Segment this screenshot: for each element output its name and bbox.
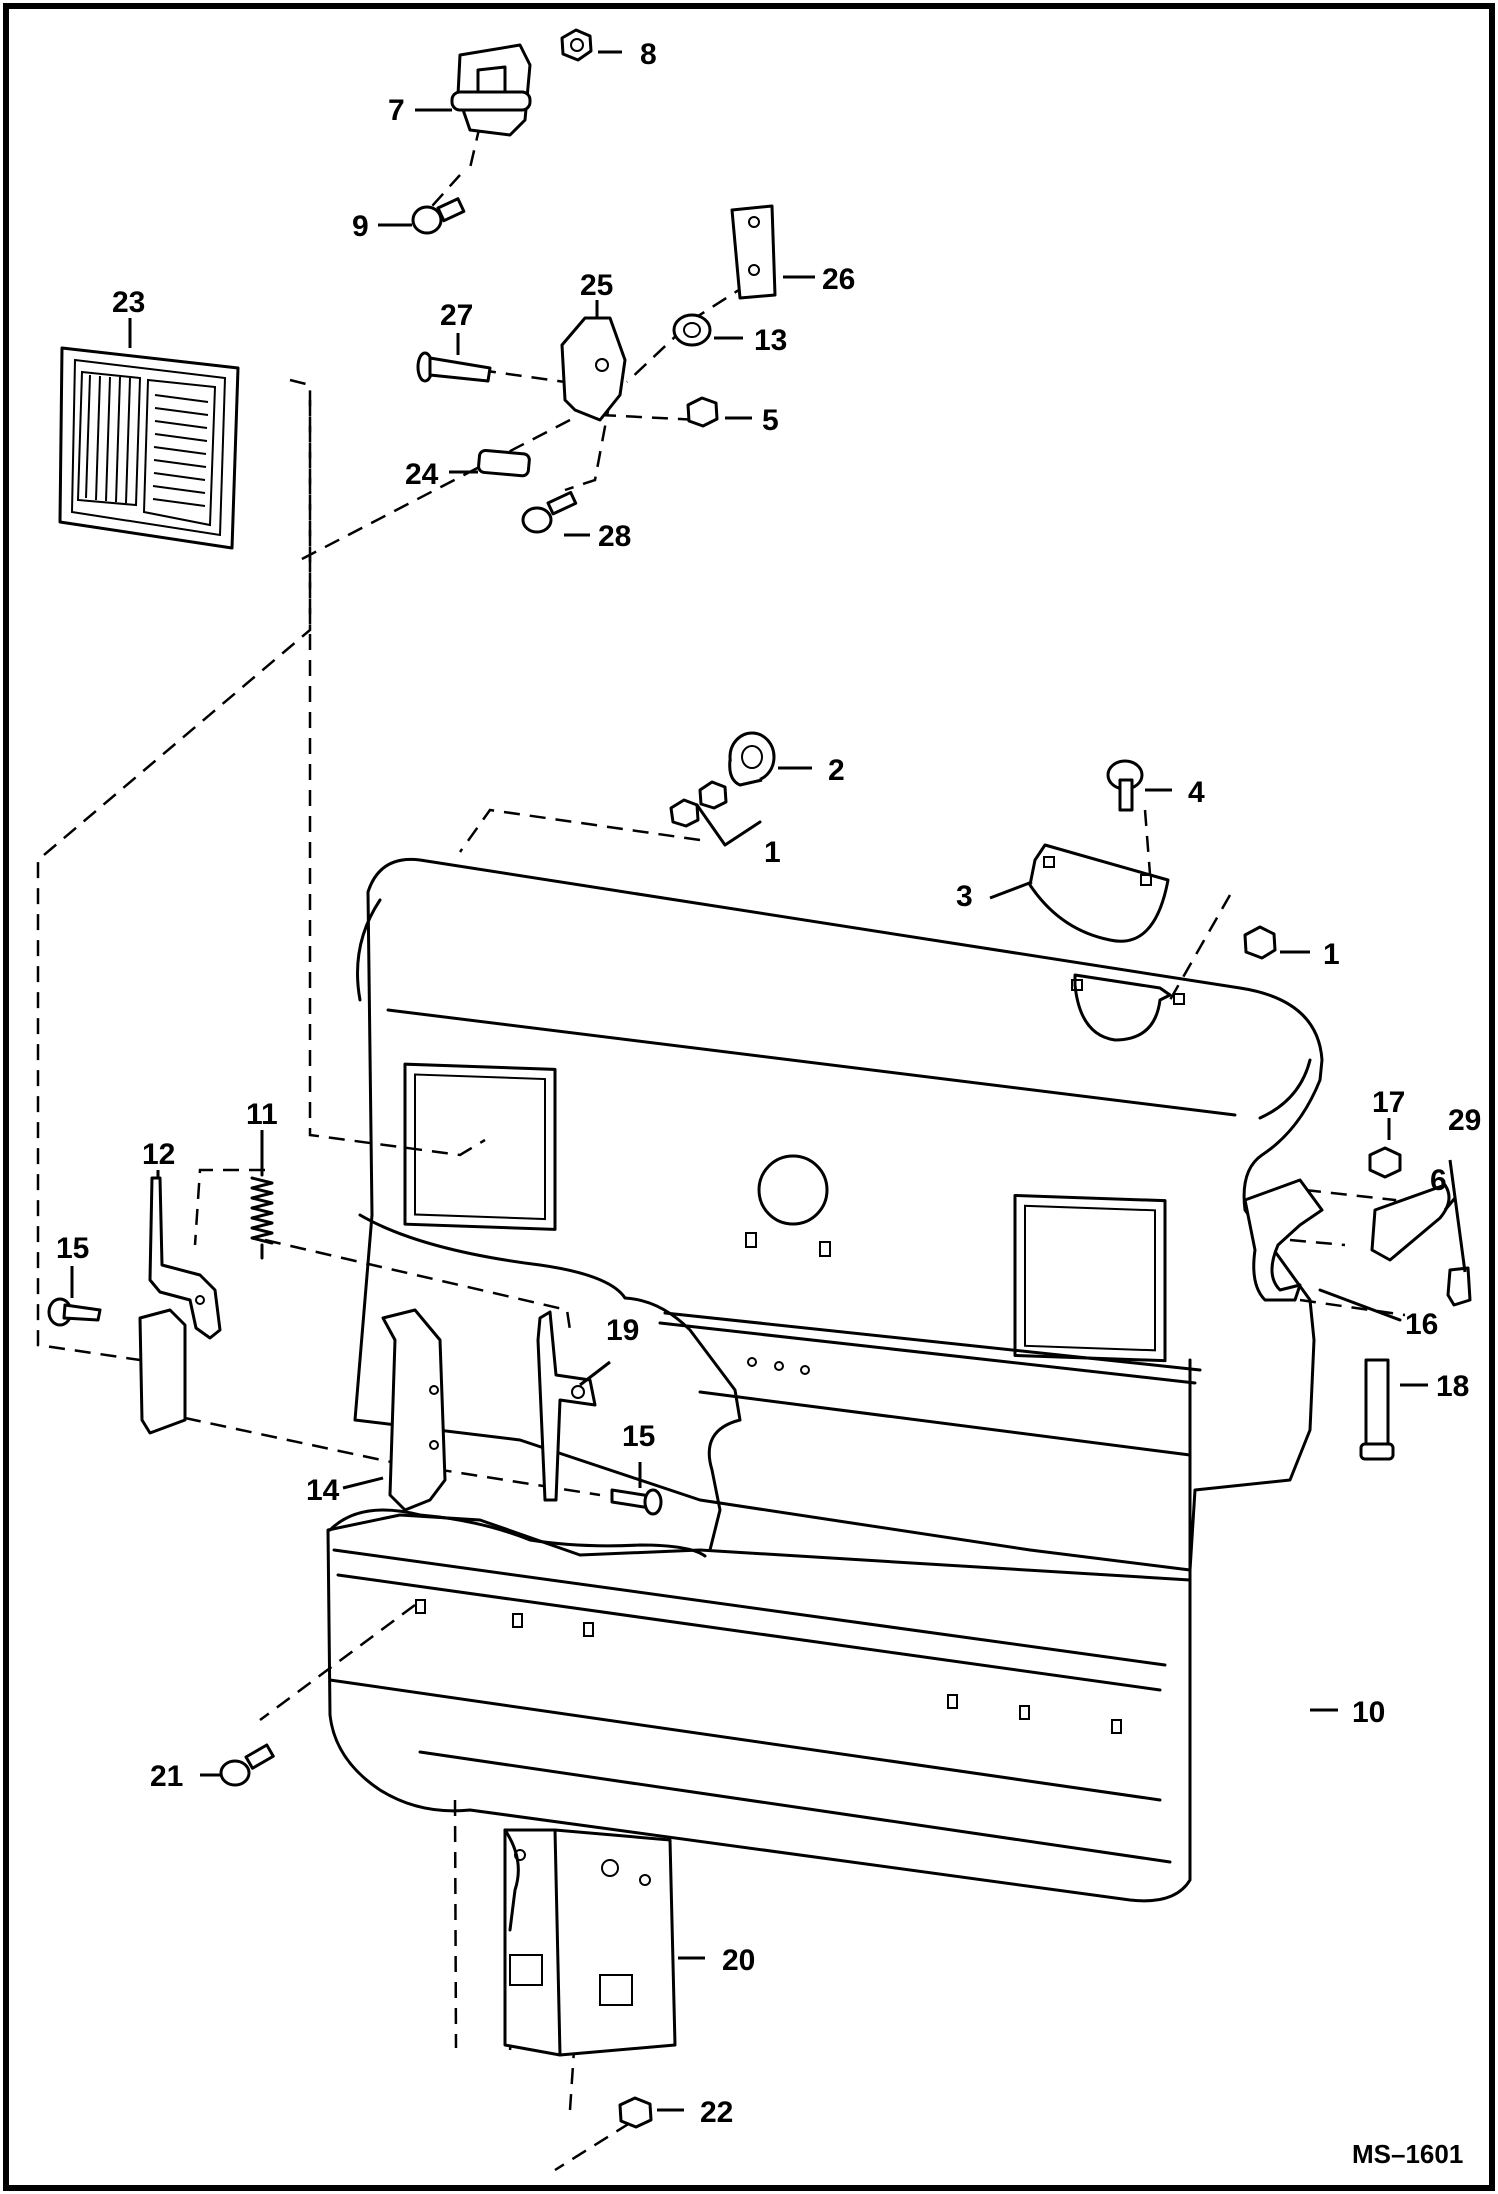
cover-3 (1028, 843, 1170, 943)
nut-8 (560, 28, 593, 62)
bolt-28 (521, 490, 578, 534)
spring-11 (250, 1146, 274, 1260)
callout-4: 4 (1188, 776, 1205, 809)
callout-25: 25 (580, 269, 613, 302)
nut-1-right (1243, 925, 1277, 960)
nut-5 (686, 396, 719, 428)
callout-9: 9 (352, 210, 369, 243)
bracket-25 (560, 316, 627, 422)
clip-29 (1446, 1266, 1472, 1307)
callout-17: 17 (1372, 1086, 1405, 1119)
drawing-code: MS–1601 (1352, 2139, 1463, 2169)
callout-11: 11 (246, 1098, 278, 1131)
bolt-9 (411, 197, 466, 235)
callout-10: 10 (1352, 1696, 1385, 1729)
callout-6: 6 (1430, 1164, 1447, 1197)
leader-lines (70, 50, 1467, 2112)
nut-17 (1368, 1146, 1402, 1179)
plate-26 (730, 204, 777, 300)
nuts-1 (669, 780, 762, 847)
bracket-14 (381, 1308, 447, 1512)
bolt-15-left (47, 1297, 102, 1327)
latch-body (138, 1308, 187, 1435)
callout-24: 24 (405, 458, 439, 491)
callouts: 8 7 9 26 13 27 25 23 5 24 28 2 1 4 3 1 1… (56, 38, 1481, 2169)
guard-20 (503, 1828, 677, 2057)
pin-18 (1359, 1358, 1395, 1461)
callout-2: 2 (828, 754, 845, 787)
callout-21: 21 (150, 1760, 183, 1793)
bolt-4 (1106, 759, 1144, 812)
pin-16 (1318, 1288, 1402, 1322)
door-panel (326, 857, 1324, 1903)
callout-20: 20 (722, 1944, 755, 1977)
callout-12: 12 (142, 1138, 175, 1171)
vent-grille-23 (58, 346, 240, 550)
callout-22: 22 (700, 2096, 733, 2129)
callout-28: 28 (598, 520, 631, 553)
callout-19: 19 (606, 1314, 639, 1347)
callout-3: 3 (956, 880, 973, 913)
callout-5: 5 (762, 404, 779, 437)
pin-24 (477, 449, 531, 478)
callout-15-center: 15 (622, 1420, 655, 1453)
latch-7 (450, 43, 532, 137)
callout-13: 13 (754, 324, 787, 357)
bolt-21 (219, 1743, 275, 1787)
bracket-6 (1243, 1178, 1324, 1302)
callout-26: 26 (822, 263, 855, 296)
callout-16: 16 (1405, 1308, 1438, 1341)
callout-8: 8 (640, 38, 657, 71)
nut-22 (618, 2096, 653, 2129)
callout-15-left: 15 (56, 1232, 89, 1265)
diagram-frame (3, 3, 1495, 2191)
callout-29: 29 (1448, 1104, 1481, 1137)
callout-1: 1 (764, 836, 781, 869)
bracket-19 (536, 1310, 597, 1502)
bushing-2 (728, 731, 776, 787)
bolt-27 (416, 351, 492, 383)
callout-7: 7 (388, 94, 405, 127)
assembly-lines (36, 124, 1406, 2172)
callout-27: 27 (440, 299, 473, 332)
callout-23: 23 (112, 286, 145, 319)
bolt-15-center (610, 1488, 663, 1516)
callout-18: 18 (1436, 1370, 1469, 1403)
callout-14: 14 (306, 1474, 340, 1507)
callout-1-right: 1 (1323, 938, 1340, 971)
washer-13 (672, 313, 712, 347)
